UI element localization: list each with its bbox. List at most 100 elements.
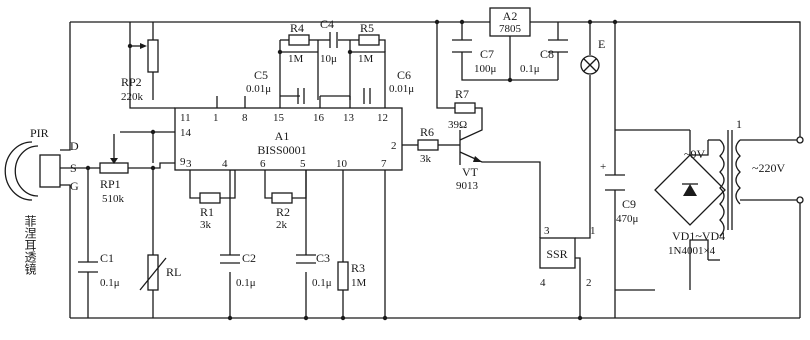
ssr-ref: SSR	[546, 247, 567, 261]
ic-pin-13: 13	[343, 112, 355, 124]
c5-ref: C5	[254, 68, 268, 82]
r1-value: 3k	[200, 219, 212, 231]
ssr-relay: SSR 3 1 4 2	[539, 225, 596, 289]
transformer: 1 ~9V ~220V	[684, 117, 785, 237]
ic-pin-2: 2	[391, 140, 397, 152]
ic-pin-8: 8	[242, 112, 248, 124]
c1-capacitor: C1 0.1μ	[78, 251, 120, 289]
rp1-ref: RP1	[100, 177, 121, 191]
c6-capacitor: C6 0.01μ	[363, 68, 414, 104]
c3-capacitor: C3 0.1μ	[296, 251, 332, 289]
a2-regulator: A2 7805	[489, 7, 531, 37]
c9-ref: C9	[622, 197, 636, 211]
pir-pin-s: S	[70, 161, 77, 175]
mains-voltage: ~220V	[752, 161, 785, 175]
r6-resistor: R6 3k	[417, 125, 439, 165]
r2-value: 2k	[276, 219, 288, 231]
c4-capacitor: C4 10μ	[320, 17, 338, 65]
c9-value: 470μ	[616, 213, 639, 225]
ic-pin-3: 3	[186, 158, 192, 170]
ssr-pin-2: 2	[586, 277, 592, 289]
c1-ref: C1	[100, 251, 114, 265]
wires	[60, 21, 801, 319]
r4-value: 1M	[288, 53, 304, 65]
pir-label: PIR	[30, 126, 49, 140]
bridge-ref: VD1~VD4	[672, 229, 725, 243]
bridge-rectifier: VD1~VD4 1N4001×4	[654, 154, 726, 257]
pir-pin-d: D	[70, 139, 79, 153]
c7-ref: C7	[480, 47, 494, 61]
pir-sensor: PIR D S G 菲涅耳透镜	[4, 126, 79, 275]
c8-ref: C8	[540, 47, 554, 61]
c8-capacitor: C8 0.1μ	[520, 39, 568, 75]
vt-part: 9013	[456, 180, 479, 192]
lamp-e: E	[580, 37, 605, 75]
c2-value: 0.1μ	[236, 277, 256, 289]
ssr-pin-4: 4	[540, 277, 546, 289]
r6-ref: R6	[420, 125, 434, 139]
r1-ref: R1	[200, 205, 214, 219]
c7-value: 100μ	[474, 63, 497, 75]
mains-terminals	[796, 136, 804, 204]
rl-ref: RL	[166, 265, 181, 279]
ssr-pin-1: 1	[590, 225, 596, 237]
c5-value: 0.01μ	[246, 83, 271, 95]
c7-capacitor: C7 100μ	[452, 39, 497, 75]
r3-ref: R3	[351, 261, 365, 275]
bridge-part: 1N4001×4	[668, 245, 716, 257]
r5-resistor: R5 1M	[358, 21, 380, 65]
junction-dots	[85, 19, 618, 321]
rp1-potentiometer: RP1 510k	[99, 143, 129, 205]
r7-ref: R7	[455, 87, 469, 101]
ic-part: BISS0001	[257, 143, 306, 157]
transformer-secondary: ~9V	[684, 147, 705, 161]
c4-value: 10μ	[320, 53, 337, 65]
rp2-potentiometer: RP2 220k	[121, 39, 159, 103]
a2-ref: A2	[503, 9, 518, 23]
r4-resistor: R4 1M	[288, 21, 310, 65]
ic-pin-15: 15	[273, 112, 285, 124]
r6-value: 3k	[420, 153, 432, 165]
r2-resistor: R2 2k	[271, 192, 293, 231]
c5-capacitor: C5 0.01μ	[246, 68, 305, 104]
c2-capacitor: C2 0.1μ	[220, 251, 256, 289]
ic-pin-5: 5	[300, 158, 306, 170]
c2-ref: C2	[242, 251, 256, 265]
r2-ref: R2	[276, 205, 290, 219]
c3-ref: C3	[316, 251, 330, 265]
a2-part: 7805	[499, 23, 522, 35]
rl-photoresistor: RL	[139, 254, 181, 291]
ssr-pin-3: 3	[544, 225, 550, 237]
r5-ref: R5	[360, 21, 374, 35]
r7-resistor: R7 39Ω	[448, 87, 476, 131]
c4-ref: C4	[320, 17, 334, 31]
rp2-value: 220k	[121, 91, 144, 103]
pir-pin-g: G	[70, 179, 79, 193]
transformer-mark: 1	[736, 117, 742, 131]
ic-pin-10: 10	[336, 158, 348, 170]
r7-value: 39Ω	[448, 119, 467, 131]
r3-value: 1M	[351, 277, 367, 289]
vt-ref: VT	[462, 165, 479, 179]
c9-plus: +	[600, 161, 606, 173]
ic-pin-1: 1	[213, 112, 219, 124]
ic-pin-7: 7	[381, 158, 387, 170]
ic-pin-16: 16	[313, 112, 325, 124]
c1-value: 0.1μ	[100, 277, 120, 289]
c6-value: 0.01μ	[389, 83, 414, 95]
vt-transistor: VT 9013	[450, 144, 482, 192]
r5-value: 1M	[358, 53, 374, 65]
c3-value: 0.1μ	[312, 277, 332, 289]
ic-pin-14: 14	[180, 127, 192, 139]
fresnel-lens-label: 菲涅耳透镜	[23, 215, 37, 275]
r3-resistor: R3 1M	[337, 261, 367, 291]
ic-pin-9: 9	[180, 156, 186, 168]
lamp-ref: E	[598, 37, 605, 51]
rp1-value: 510k	[102, 193, 125, 205]
c8-value: 0.1μ	[520, 63, 540, 75]
r4-ref: R4	[290, 21, 304, 35]
ic-pin-6: 6	[260, 158, 266, 170]
rp2-ref: RP2	[121, 75, 142, 89]
r1-resistor: R1 3k	[199, 192, 221, 231]
